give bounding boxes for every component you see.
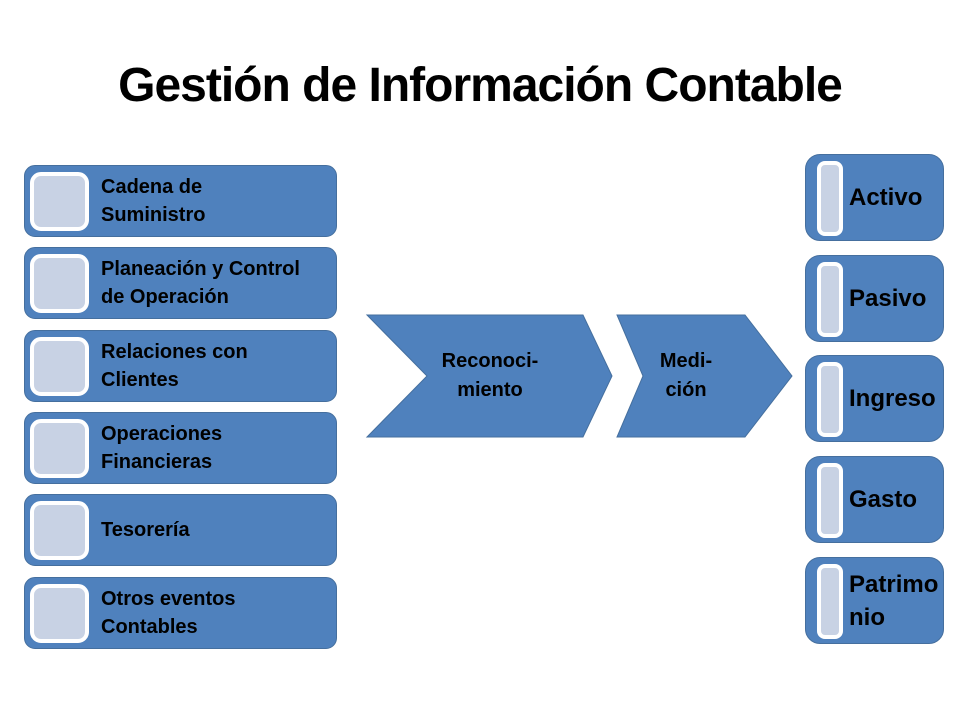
right-list-item-label: Gasto <box>849 486 918 513</box>
right-list-item: Gasto <box>805 456 944 543</box>
bullet-square-icon <box>30 172 89 231</box>
right-list-item: Ingreso <box>805 355 944 442</box>
right-list-item-label: Activo <box>849 184 923 211</box>
bullet-pill-icon <box>817 362 843 437</box>
arrow-label-medicion: Medi-ción <box>659 350 713 401</box>
bullet-pill-icon <box>817 564 843 639</box>
bullet-pill-icon <box>817 463 843 538</box>
bullet-square-icon <box>30 584 89 643</box>
bullet-pill-icon <box>817 161 843 236</box>
bullet-square-icon <box>30 337 89 396</box>
left-list-item: Tesorería <box>24 494 337 566</box>
right-list-item-label: Ingreso <box>849 385 936 412</box>
right-list-item: Activo <box>805 154 944 241</box>
bullet-square-icon <box>30 419 89 478</box>
arrow-label-reconocimiento: Reconoci-miento <box>441 350 539 401</box>
bullet-pill-icon <box>817 262 843 337</box>
left-list-item-label: Tesorería <box>101 519 190 541</box>
bullet-square-icon <box>30 501 89 560</box>
right-list-item: Pasivo <box>805 255 944 342</box>
right-list-item-label: Pasivo <box>849 285 927 312</box>
slide-title: Gestión de Información Contable <box>118 59 843 112</box>
bullet-square-icon <box>30 254 89 313</box>
